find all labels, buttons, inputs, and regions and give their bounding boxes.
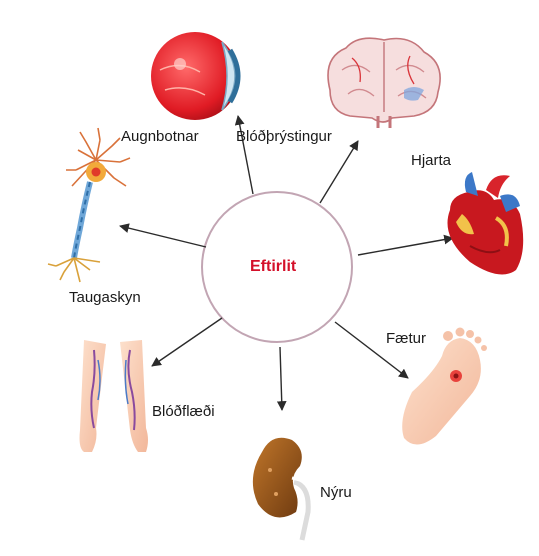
heart-icon (447, 172, 524, 275)
label-hjarta: Hjarta (411, 152, 452, 169)
center-label: Eftirlit (250, 258, 297, 275)
label-faetur: Fætur (386, 330, 427, 347)
label-blodthrystingur: Blóðþrýstingur (236, 128, 332, 145)
label-blodflaedi: Blóðflæði (152, 403, 215, 420)
label-augnbotnar: Augnbotnar (121, 128, 199, 145)
arrow-augnbotnar (234, 115, 254, 195)
arrow-blodflaedi (151, 317, 223, 367)
arrow-hjarta (357, 234, 454, 256)
arrow-nyru (276, 346, 287, 411)
foot-icon (402, 327, 487, 445)
neuron-icon (47, 127, 131, 283)
arrow-blodthrystingur (319, 140, 359, 204)
eye-icon (151, 32, 241, 120)
legs-icon (79, 340, 148, 452)
arrow-faetur (334, 321, 409, 379)
kidney-icon (252, 437, 311, 541)
label-nyru: Nýru (320, 484, 352, 501)
center-circle (201, 191, 353, 343)
arrow-taugaskyn (119, 223, 207, 248)
label-taugaskyn: Taugaskyn (69, 289, 141, 306)
brain-icon (327, 37, 441, 128)
